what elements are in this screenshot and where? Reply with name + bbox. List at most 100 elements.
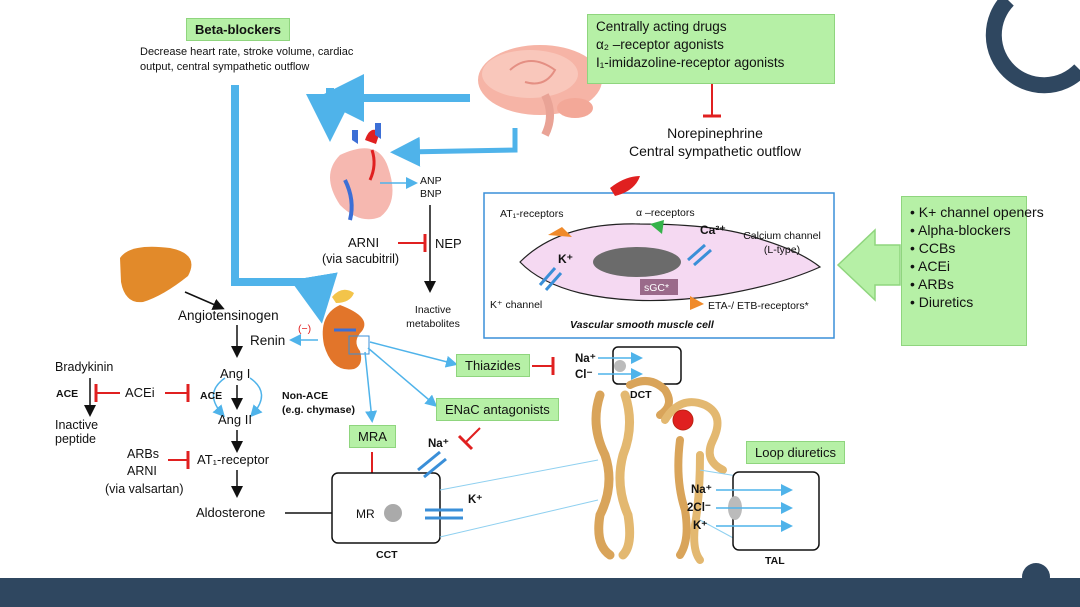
- dct-cl-label: Cl⁻: [575, 369, 593, 381]
- central-drugs-line2: α₂ –receptor agonists: [596, 37, 724, 52]
- et-receptors-label: ETA-/ ETB-receptors*: [708, 300, 809, 312]
- dct-label: DCT: [630, 389, 652, 401]
- kidney-to-enac-arrow: [367, 347, 438, 407]
- tal-na-label: Na⁺: [691, 484, 712, 496]
- drug-list-item: • CCBs: [910, 240, 956, 256]
- alpha-receptor-shape: [650, 220, 664, 234]
- tal-cell: [732, 471, 820, 551]
- sgc-label: sGC*: [644, 282, 670, 294]
- nephron-illustration: [591, 377, 727, 564]
- k-channel-label: K⁺ channel: [490, 299, 543, 311]
- angiotensinogen-label: Angiotensinogen: [178, 308, 279, 323]
- via-sacubitril-label: (via sacubitril): [322, 252, 400, 266]
- beta-blockers-desc-1: Decrease heart rate, stroke volume, card…: [140, 46, 354, 58]
- mra-box: MRA: [349, 425, 396, 448]
- heart-illustration: [330, 123, 393, 221]
- norepinephrine-line1: Norepinephrine: [667, 125, 763, 141]
- norepinephrine-label: Norepinephrine Central sympathetic outfl…: [620, 124, 810, 160]
- tal-cl-label: 2Cl⁻: [687, 502, 711, 514]
- mr-label: MR: [356, 507, 375, 521]
- mr-receptor: [384, 504, 402, 522]
- brain-illustration: [478, 45, 602, 137]
- liver-illustration: [120, 246, 192, 303]
- beta-blockers-desc-2: output, central sympathetic outflow: [140, 61, 310, 73]
- ace-mid-label: ACE: [200, 390, 223, 402]
- bnp-label: BNP: [420, 188, 442, 200]
- calcium-channel-shape: [687, 243, 712, 267]
- cell-nucleus: [593, 247, 681, 277]
- drug-list-box: • K+ channel openers • Alpha-blockers • …: [901, 196, 1044, 346]
- tal-label: TAL: [765, 555, 785, 567]
- calcium-channel-line1: Calcium channel: [743, 230, 821, 242]
- inactive-peptide-line2: peptide: [55, 432, 97, 446]
- arbs-label: ARBs: [127, 447, 159, 461]
- et-receptor-shape: [690, 296, 704, 310]
- ang2-label: Ang II: [218, 412, 252, 427]
- drug-list-item: • Alpha-blockers: [910, 222, 1011, 238]
- bradykinin-label: Bradykinin: [55, 360, 114, 374]
- corner-arc-decoration: [985, 0, 1080, 94]
- beta-to-kidney-arrow: [231, 85, 338, 324]
- dct-transporter: [614, 360, 626, 372]
- central-drugs-box: Centrally acting drugs α₂ –receptor agon…: [587, 14, 835, 84]
- at1-receptor-label: AT₁-receptor: [197, 452, 270, 467]
- thiazides-box: Thiazides: [456, 354, 530, 377]
- inactive-peptide-line1: Inactive: [55, 418, 99, 432]
- nonace-label: Non-ACE (e.g. chymase): [282, 389, 355, 417]
- enac-channel-shape: [417, 450, 447, 479]
- enac-box: ENaC antagonists: [436, 398, 559, 421]
- cct-label: CCT: [376, 549, 398, 561]
- at1-receptors-label: AT₁-receptors: [500, 208, 564, 220]
- kidney-illustration: [322, 289, 370, 370]
- brain-to-heart-arrow: [390, 128, 518, 167]
- kidney-to-thiazides-arrow: [369, 341, 458, 368]
- loop-diuretics-label: Loop diuretics: [755, 445, 836, 460]
- nonace-loop-right: [249, 377, 263, 418]
- arni-raas-label: ARNI: [127, 464, 157, 478]
- kidney-to-mra-arrow: [364, 351, 378, 423]
- druglist-to-vsmc-arrow: [836, 228, 901, 302]
- acei-label: ACEi: [125, 385, 155, 400]
- renin-minus-label: (−): [298, 323, 312, 335]
- via-valsartan-label: (via valsartan): [105, 482, 184, 496]
- norepinephrine-line2: Central sympathetic outflow: [629, 143, 801, 159]
- at1-receptor-shape: [548, 227, 572, 237]
- anp-label: ANP: [420, 175, 442, 187]
- central-drugs-line1: Centrally acting drugs: [596, 19, 727, 34]
- ace-loop-left: [212, 377, 226, 418]
- cct-na-label: Na⁺: [428, 438, 449, 450]
- dct-na-label: Na⁺: [575, 353, 596, 365]
- drug-list-item: • Diuretics: [910, 294, 974, 310]
- mra-label: MRA: [358, 429, 387, 444]
- central-drugs-line3: I₁-imidazoline-receptor agonists: [596, 55, 785, 70]
- thiazides-label: Thiazides: [465, 358, 521, 373]
- ace-left-label: ACE: [56, 388, 79, 400]
- alpha-receptors-label: α –receptors: [636, 207, 695, 219]
- inactive-metabolites-line1: Inactive: [414, 304, 452, 316]
- romk-channel-shape: [425, 508, 463, 520]
- nonace-line2: (e.g. chymase): [282, 404, 355, 416]
- beta-blockers-title: Beta-blockers: [195, 22, 281, 37]
- beta-blockers-box: Beta-blockers: [186, 18, 290, 41]
- k-label: K⁺: [558, 252, 573, 266]
- aldosterone-label: Aldosterone: [196, 505, 266, 520]
- ang1-label: Ang I: [220, 366, 251, 381]
- sgc-box: [640, 279, 678, 295]
- tal-k-label: K⁺: [693, 520, 708, 532]
- enac-inhibit-bar: [457, 434, 474, 451]
- ca-label: Ca²⁺: [700, 223, 726, 237]
- k-channel-shape: [538, 267, 563, 291]
- vsmc-caption: Vascular smooth muscle cell: [570, 319, 714, 331]
- liver-to-angiotensinogen-arrow: [184, 291, 225, 310]
- inactive-metabolites-label: Inactive metabolites: [398, 303, 468, 331]
- calcium-channel-line2: (L-type): [763, 244, 801, 256]
- calcium-channel-label: Calcium channel (L-type): [730, 229, 834, 257]
- nonace-line1: Non-ACE: [282, 390, 329, 402]
- nep-label: NEP: [435, 236, 462, 251]
- renin-label: Renin: [250, 333, 286, 348]
- drug-list-item: • ACEi: [910, 258, 950, 274]
- loop-diuretics-box: Loop diuretics: [746, 441, 845, 464]
- drug-list: • K+ channel openers • Alpha-blockers • …: [910, 203, 1044, 311]
- enac-inhibit-line: [465, 427, 481, 443]
